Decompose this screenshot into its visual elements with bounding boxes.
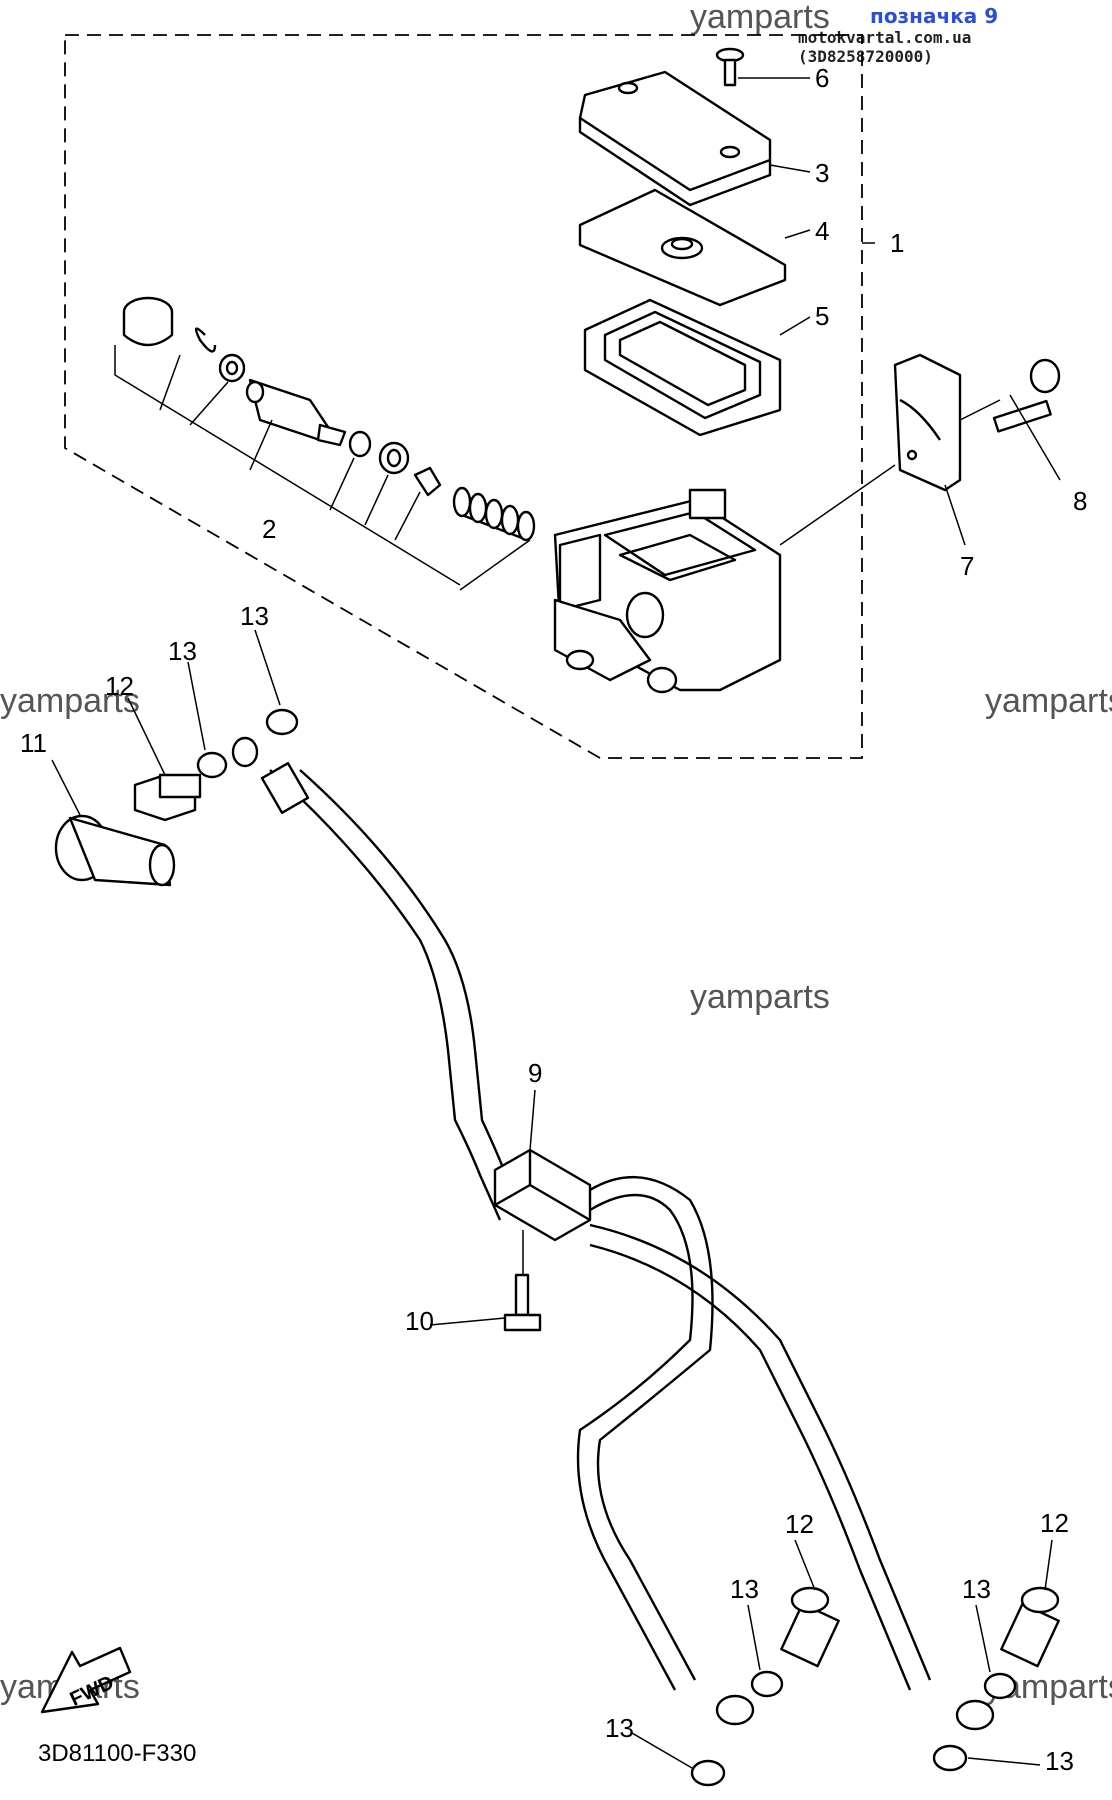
cap-screw: [715, 47, 745, 87]
piston: [245, 378, 347, 447]
diagram-code: 3D81100-F330: [38, 1740, 197, 1767]
callout-9: 9: [528, 1058, 542, 1088]
diaphragm-plate: [578, 188, 787, 307]
union-bolt-left: [780, 1586, 840, 1668]
holder-bolt: [992, 358, 1061, 433]
diaphragm-gasket: [583, 298, 782, 437]
return-spring: [452, 486, 536, 542]
callout-13-left-lower: 13: [605, 1713, 634, 1743]
callout-13-top-right: 13: [240, 601, 269, 631]
watermark-center: yamparts: [690, 978, 830, 1016]
watermark-left: yamparts: [0, 682, 140, 720]
piston-seal: [218, 353, 246, 383]
copper-washer-top-1: [196, 751, 228, 779]
callout-13-right-lower: 13: [1045, 1746, 1074, 1776]
callout-12-left: 12: [785, 1509, 814, 1539]
cup-seal: [378, 441, 410, 475]
piston-dust-boot: [122, 296, 174, 347]
watermark-right: yamparts: [985, 682, 1112, 720]
spring-seat: [413, 466, 442, 497]
callout-5: 5: [815, 301, 829, 331]
brake-hose-left-caliper: [576, 1175, 755, 1726]
callout-7: 7: [960, 551, 974, 581]
copper-washer-bottom-4: [932, 1744, 968, 1772]
union-bolt-top: [133, 773, 202, 822]
washer-small: [348, 430, 372, 458]
brake-hose-upper: [260, 761, 522, 1221]
callout-13-right-upper: 13: [962, 1574, 991, 1604]
callout-12-top: 12: [105, 671, 134, 701]
circlip: [194, 327, 217, 353]
hose-joint: [493, 1148, 592, 1242]
callout-4: 4: [815, 216, 829, 246]
callout-2: 2: [262, 514, 276, 544]
assembly-boundary: [64, 34, 863, 759]
callout-11: 11: [20, 728, 47, 758]
reservoir-cap: [578, 70, 772, 207]
copper-washer-top-2: [265, 708, 299, 736]
brake-hose-right-caliper: [589, 1223, 995, 1731]
callout-13-top-left: 13: [168, 636, 197, 666]
bleed-cover: [54, 814, 176, 887]
copper-washer-bottom-3: [983, 1672, 1017, 1700]
callout-8: 8: [1073, 486, 1087, 516]
joint-bolt: [503, 1273, 542, 1332]
callout-6: 6: [815, 63, 829, 93]
part-label: позначка 9: [870, 4, 999, 28]
callout-3: 3: [815, 158, 829, 188]
copper-washer-bottom-2: [690, 1759, 726, 1787]
handlebar-holder: [893, 353, 962, 492]
copper-washer-bottom-1: [750, 1670, 784, 1698]
union-bolt-right: [1000, 1586, 1060, 1668]
callout-1: 1: [890, 228, 904, 258]
callout-10: 10: [405, 1306, 434, 1336]
callout-13-left-upper: 13: [730, 1574, 759, 1604]
callout-leaders: [51, 164, 1061, 1769]
copper-washer-mid: [231, 736, 259, 768]
source-reference: motokvartal.com.ua (3D8258720000): [798, 28, 972, 66]
callout-12-right: 12: [1040, 1508, 1069, 1538]
watermark-top: yamparts: [690, 0, 830, 36]
master-cylinder-body: [553, 488, 782, 694]
